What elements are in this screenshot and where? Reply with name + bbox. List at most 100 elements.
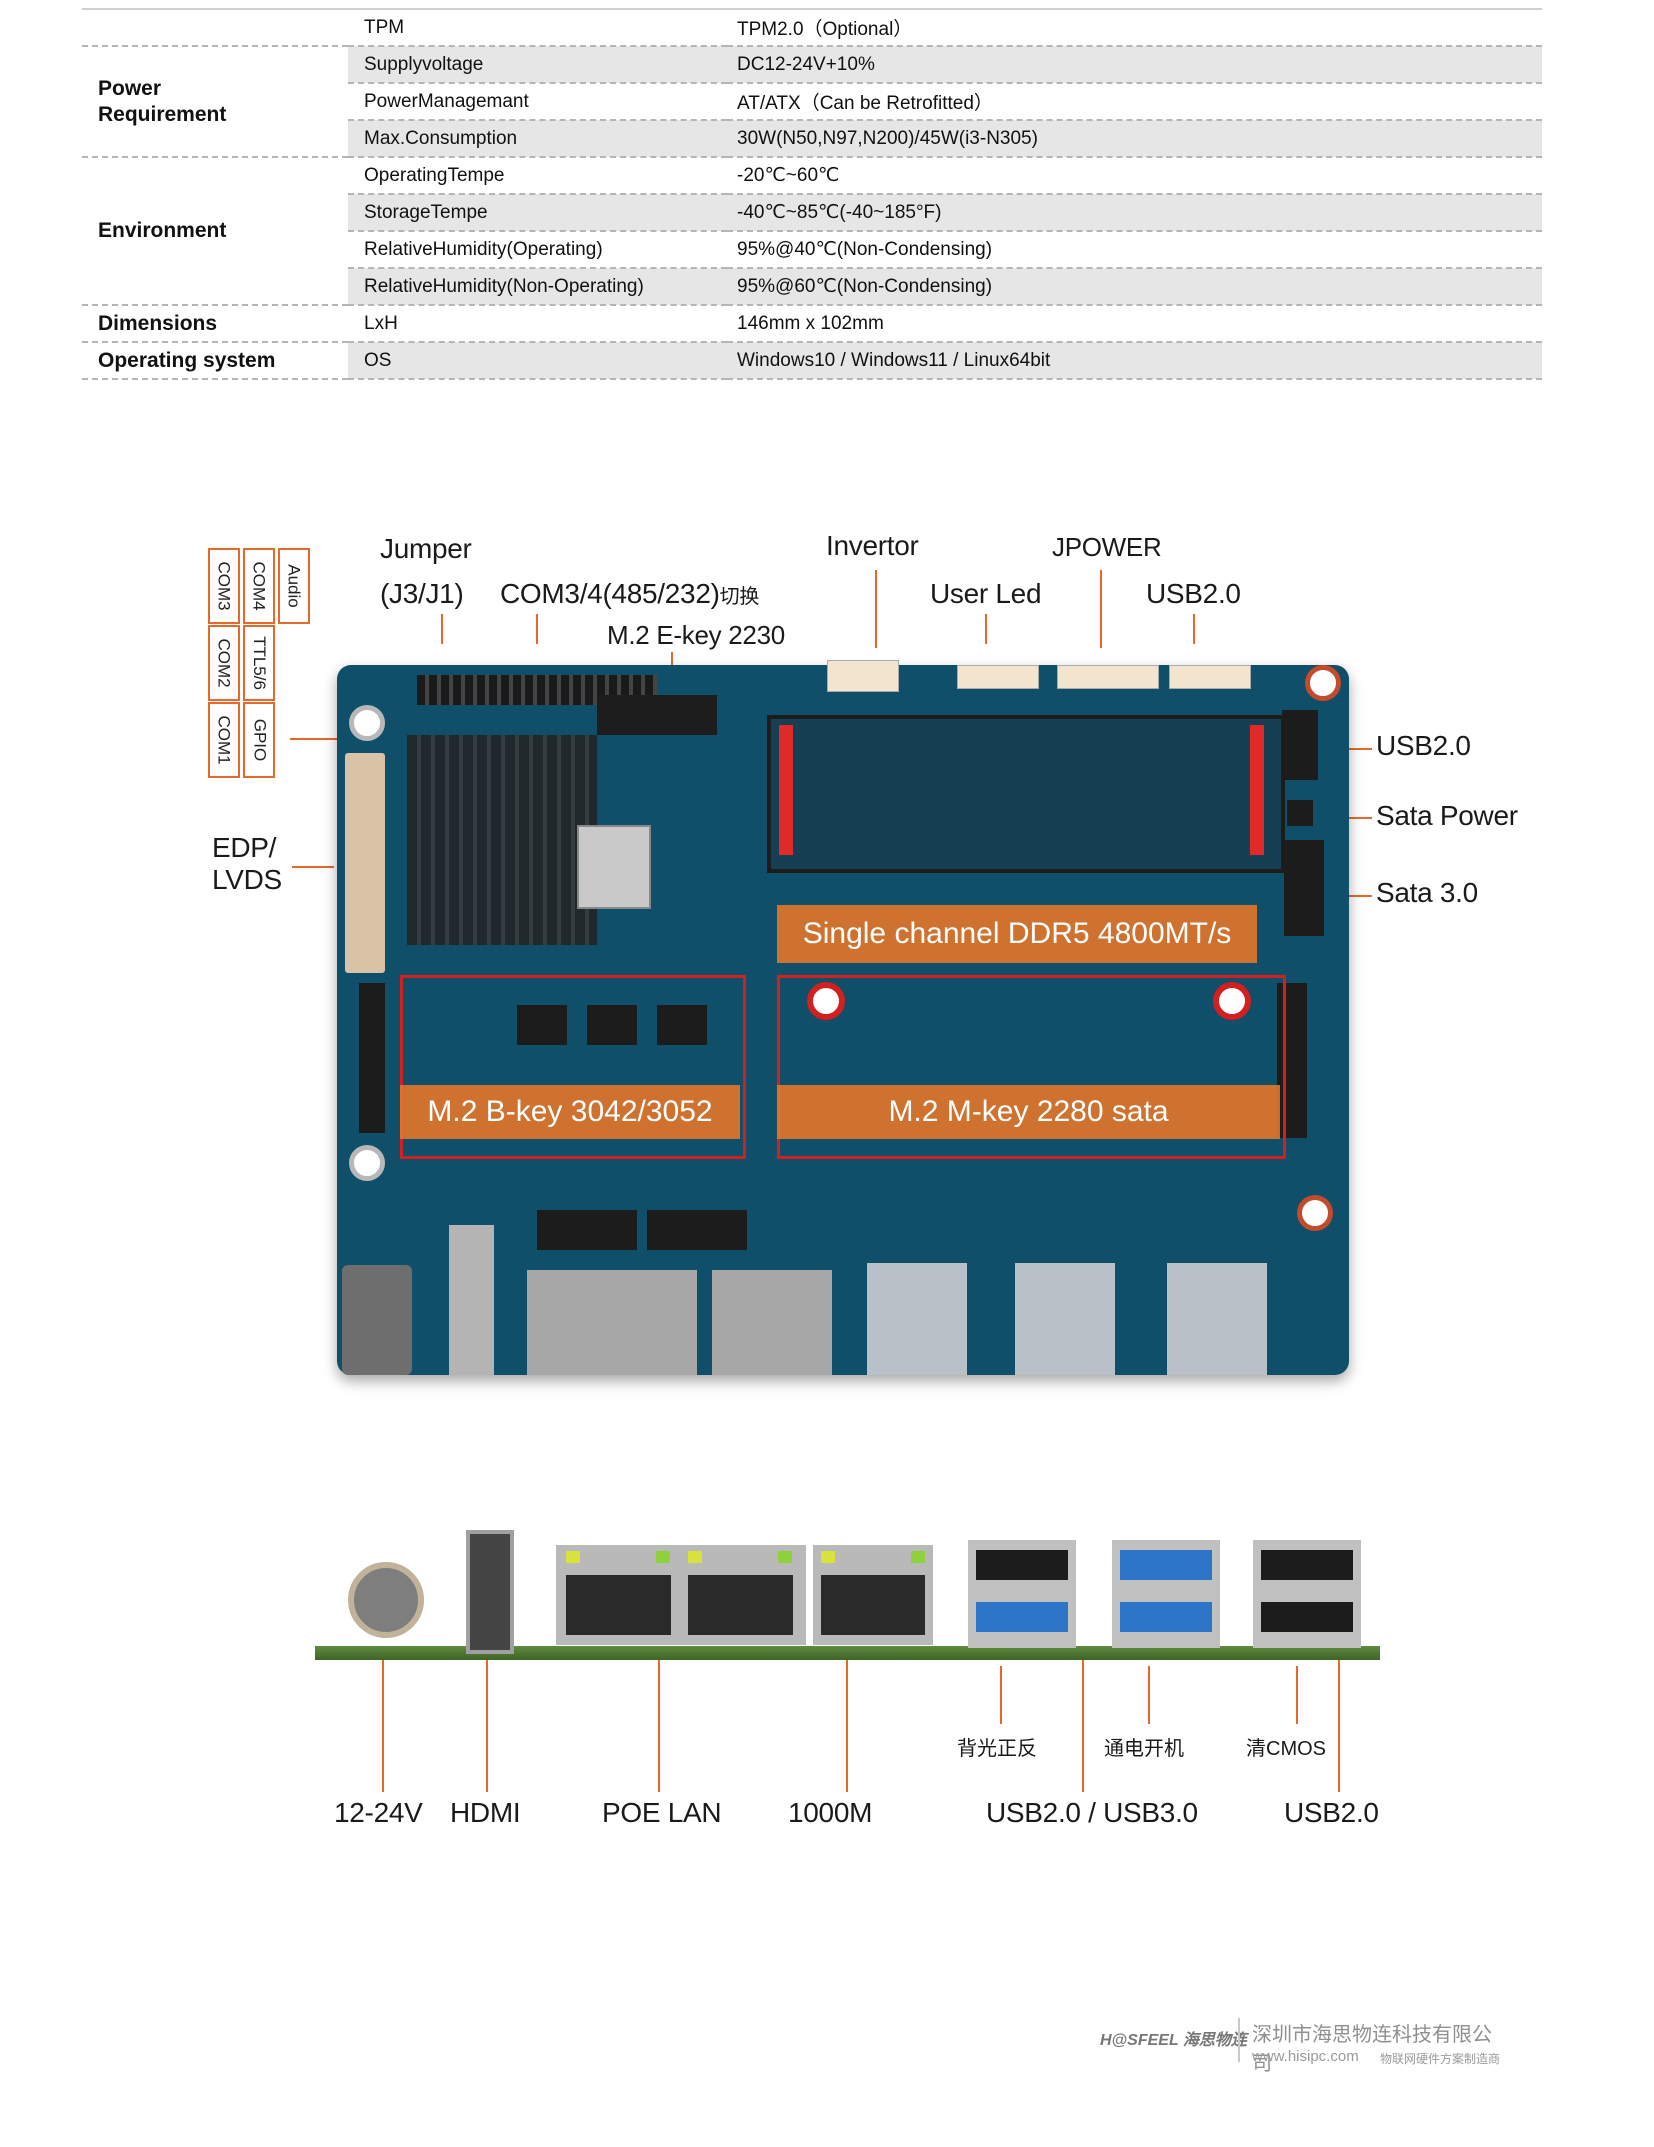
mount-hole [349, 705, 385, 741]
leader-line [658, 1660, 660, 1792]
label-usb20-io: USB2.0 [1284, 1797, 1379, 1828]
io-hdmi-port [466, 1530, 514, 1654]
leader-line [1296, 1666, 1298, 1724]
com-box-audio: Audio [278, 548, 310, 624]
io-usb-stack-1 [968, 1540, 1076, 1648]
usb-stack [1015, 1263, 1115, 1375]
io-usb-stack-3 [1253, 1540, 1361, 1648]
label-edp: EDP/ [212, 832, 277, 863]
m2-mkey-frame [777, 975, 1286, 1159]
ddr5-slot [767, 715, 1285, 873]
m2-standoff [807, 982, 845, 1020]
com-box-ttl: TTL5/6 [243, 625, 275, 701]
spec-row: RelativeHumidity(Operating)95%@40℃(Non-C… [82, 231, 1542, 269]
rj45-single [712, 1270, 832, 1375]
spec-label: RelativeHumidity(Non-Operating) [348, 268, 727, 306]
label-sata-power: Sata Power [1376, 800, 1518, 831]
label-com34-suffix: 切换 [719, 586, 760, 608]
leader-line [985, 614, 987, 644]
m2-bkey-frame [400, 975, 746, 1159]
sim-slot [577, 825, 651, 909]
leader-line [1332, 895, 1372, 897]
logo-separator [1238, 2018, 1240, 2062]
spec-value: -40℃~85℃(-40~185°F) [727, 194, 1542, 232]
leader-line [1338, 1660, 1340, 1792]
rj45-dual [527, 1270, 697, 1375]
spec-value: 146mm x 102mm [727, 305, 1542, 343]
leader-line [536, 614, 538, 644]
logo-slogan: 物联网硬件方案制造商 [1380, 2052, 1501, 2066]
com-box-com4: COM4 [243, 548, 275, 624]
spec-category: Environment [82, 157, 348, 306]
m2-mkey-slot [1277, 983, 1307, 1138]
leader-line [292, 866, 334, 868]
spec-label: OperatingTempe [348, 157, 727, 195]
spec-value: 30W(N50,N97,N200)/45W(i3-N305) [727, 120, 1542, 158]
leader-line [486, 1660, 488, 1792]
label-power: 12-24V [334, 1797, 423, 1828]
label-clear-cmos: 清CMOS [1246, 1738, 1326, 1760]
spec-label: OS [348, 342, 727, 380]
chip [587, 1005, 637, 1045]
dc-jack [342, 1265, 412, 1375]
label-usb20-top: USB2.0 [1146, 578, 1241, 609]
usb-stack [1167, 1263, 1267, 1375]
lan-transformer [647, 1210, 747, 1250]
ddr-latch [1250, 725, 1264, 855]
io-dc-jack [348, 1562, 424, 1638]
leader-line [1082, 1660, 1084, 1792]
spec-row: StorageTempe-40℃~85℃(-40~185°F) [82, 194, 1542, 232]
label-usb20-right: USB2.0 [1376, 730, 1471, 761]
spec-label: PowerManagemant [348, 83, 727, 121]
io-board-edge [315, 1646, 1380, 1660]
label-sata30: Sata 3.0 [1376, 877, 1478, 908]
leader-line [1000, 1666, 1002, 1724]
label-invertor: Invertor [826, 530, 919, 561]
com-box-label: COM2 [215, 638, 234, 688]
spec-category: Power Requirement [82, 46, 348, 158]
io-poe-lan-ports [556, 1545, 806, 1645]
label-jpower: JPOWER [1052, 532, 1162, 562]
label-backlight: 背光正反 [957, 1738, 1037, 1760]
label-hdmi: HDMI [450, 1797, 521, 1828]
com-box-label: COM3 [215, 561, 234, 611]
m2-mkey-band: M.2 M-key 2280 sata [777, 1085, 1280, 1139]
io-usb-stack-2 [1112, 1540, 1220, 1648]
sata-connector [1284, 840, 1324, 936]
chip [657, 1005, 707, 1045]
label-poe-lan: POE LAN [602, 1797, 722, 1828]
com-box-label: Audio [285, 564, 305, 608]
spec-label: StorageTempe [348, 194, 727, 232]
edp-connector [345, 753, 385, 973]
com-box-com1: COM1 [208, 702, 240, 778]
label-com34-text: COM3/4(485/232) [500, 578, 720, 609]
hdmi-port [449, 1225, 494, 1375]
m2-bkey-band: M.2 B-key 3042/3052 [400, 1085, 740, 1139]
leader-line [290, 738, 350, 740]
label-usb23: USB2.0 / USB3.0 [986, 1797, 1198, 1828]
pcb-board [337, 660, 1349, 1375]
pin-header-block [407, 735, 597, 945]
com-box-com2: COM2 [208, 625, 240, 701]
mount-hole [349, 1145, 385, 1181]
spec-category: Dimensions [82, 305, 348, 343]
spec-category: Operating system [82, 342, 348, 380]
invertor-connector [827, 660, 899, 692]
com-box-label: COM1 [215, 715, 234, 765]
spec-value: DC12-24V+10% [727, 46, 1542, 84]
spec-label: LxH [348, 305, 727, 343]
logo-company: 深圳市海思物连科技有限公司 [1252, 2024, 1492, 2075]
spec-value: 95%@40℃(Non-Condensing) [727, 231, 1542, 269]
logo-url: www.hisipc.com [1252, 2048, 1359, 2065]
label-m2-ekey: M.2 E-key 2230 [607, 620, 785, 650]
m2-standoff [1213, 982, 1251, 1020]
usb20-connector [1169, 665, 1251, 689]
label-lvds: LVDS [212, 864, 282, 895]
label-user-led: User Led [930, 578, 1042, 609]
jpower-connector [1057, 665, 1159, 689]
